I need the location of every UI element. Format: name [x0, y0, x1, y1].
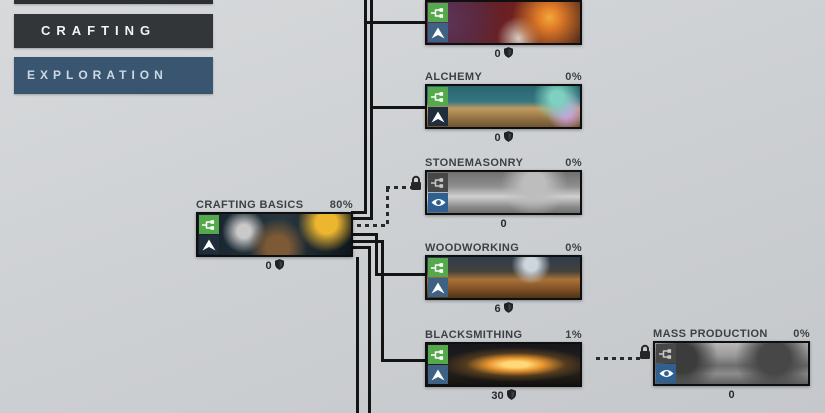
connector-line: [370, 0, 373, 220]
currency-shield-icon: [274, 258, 284, 273]
skill-tree-icon: [428, 3, 448, 22]
connector-line: [364, 0, 367, 214]
node-percent: 1%: [565, 329, 582, 341]
lock-icon: [409, 175, 423, 191]
view-eye-icon[interactable]: [656, 364, 676, 383]
connector-line: [368, 246, 371, 413]
node-count: 0: [196, 258, 353, 273]
node-icon-column: [428, 87, 448, 126]
connector-dashed-line: [357, 224, 389, 227]
node-title: STONEMASONRY: [425, 157, 524, 169]
node-title-row: MASS PRODUCTION 0%: [653, 325, 810, 340]
upgrade-arrow-icon[interactable]: [428, 107, 448, 126]
node-percent: 0%: [793, 328, 810, 340]
tab-exploration-label: EXPLORATION: [27, 68, 168, 82]
node-count: 0: [500, 217, 507, 230]
node-title: CRAFTING BASICS: [196, 199, 304, 211]
currency-shield-icon: [506, 388, 516, 403]
node-count: 0: [728, 388, 735, 401]
lock-icon: [638, 344, 652, 360]
view-eye-icon[interactable]: [428, 193, 448, 212]
skill-node-stonemasonry[interactable]: STONEMASONRY 0% 0: [425, 154, 582, 230]
node-title-row: BLACKSMITHING 1%: [425, 326, 582, 341]
node-percent: 80%: [329, 199, 353, 211]
node-image[interactable]: [653, 341, 810, 386]
node-count: 30: [425, 388, 582, 403]
node-title-row: ALCHEMY 0%: [425, 68, 582, 83]
node-icon-column: [656, 344, 676, 383]
tab-crafting[interactable]: CRAFTING: [14, 14, 213, 48]
connector-line: [351, 211, 367, 214]
node-title: WOODWORKING: [425, 242, 520, 254]
tab-exploration[interactable]: EXPLORATION: [14, 57, 213, 94]
upgrade-arrow-icon[interactable]: [428, 365, 448, 384]
node-image[interactable]: [196, 212, 353, 257]
node-percent: 0%: [565, 242, 582, 254]
connector-line: [351, 240, 384, 243]
skill-tree-icon: [199, 215, 219, 234]
node-image[interactable]: [425, 84, 582, 129]
node-icon-column: [199, 215, 219, 254]
node-icon-column: [428, 258, 448, 297]
skill-node-crafting-basics[interactable]: CRAFTING BASICS 80% 0: [196, 196, 353, 272]
node-percent: 0%: [565, 71, 582, 83]
node-title: MASS PRODUCTION: [653, 328, 768, 340]
skill-tree-icon: [428, 173, 448, 192]
skill-node-mass-production[interactable]: MASS PRODUCTION 0% 0: [653, 325, 810, 401]
connector-line: [370, 106, 427, 109]
skill-node-blacksmithing[interactable]: BLACKSMITHING 1% 30: [425, 326, 582, 402]
node-icon-column: [428, 345, 448, 384]
node-image[interactable]: [425, 170, 582, 215]
node-count: 6: [425, 301, 582, 316]
connector-line: [351, 217, 373, 220]
tab-partial-top[interactable]: [14, 0, 213, 4]
connector-line: [364, 21, 427, 24]
connector-line: [381, 240, 384, 362]
skill-tree-icon: [428, 87, 448, 106]
node-title: BLACKSMITHING: [425, 329, 523, 341]
connector-line: [381, 359, 427, 362]
node-percent: 0%: [565, 157, 582, 169]
connector-line: [351, 246, 369, 249]
node-title-row: CRAFTING BASICS 80%: [196, 196, 353, 211]
upgrade-arrow-icon[interactable]: [199, 235, 219, 254]
currency-shield-icon: [503, 301, 513, 316]
tab-crafting-label: CRAFTING: [41, 23, 157, 38]
node-count: 0: [425, 130, 582, 145]
skill-tree-icon: [656, 344, 676, 363]
connector-line: [375, 233, 378, 276]
node-title-row: STONEMASONRY 0%: [425, 154, 582, 169]
upgrade-arrow-icon[interactable]: [428, 278, 448, 297]
connector-line: [351, 233, 378, 236]
connector-dashed-line: [386, 188, 389, 227]
node-image[interactable]: [425, 0, 582, 45]
currency-shield-icon: [503, 46, 513, 61]
upgrade-arrow-icon[interactable]: [428, 23, 448, 42]
connector-line: [375, 273, 427, 276]
node-icon-column: [428, 3, 448, 42]
connector-dashed-line: [386, 186, 411, 189]
connector-dashed-line: [596, 357, 641, 360]
node-icon-column: [428, 173, 448, 212]
skill-tree-icon: [428, 258, 448, 277]
skill-node-alchemy[interactable]: ALCHEMY 0% 0: [425, 68, 582, 144]
skill-node-woodworking[interactable]: WOODWORKING 0% 6: [425, 239, 582, 315]
node-title-row: WOODWORKING 0%: [425, 239, 582, 254]
currency-shield-icon: [503, 130, 513, 145]
node-count: 0: [425, 46, 582, 61]
node-image[interactable]: [425, 255, 582, 300]
connector-line: [356, 257, 359, 413]
skill-tree-icon: [428, 345, 448, 364]
node-title: ALCHEMY: [425, 71, 483, 83]
skill-node-top[interactable]: 0: [425, 0, 582, 60]
node-image[interactable]: [425, 342, 582, 387]
